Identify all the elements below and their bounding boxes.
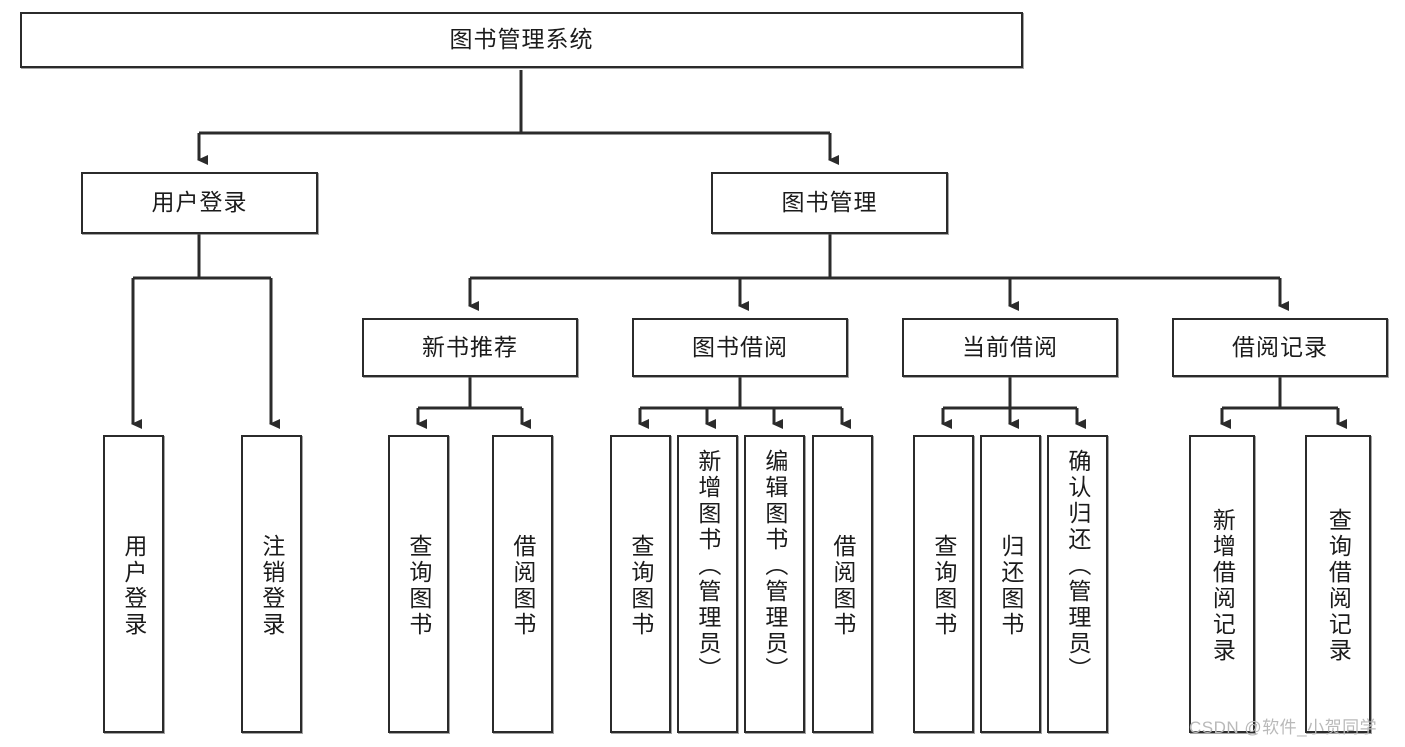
node-borrow-record[interactable]: 借阅记录 (1172, 318, 1388, 377)
node-new-book-rec[interactable]: 新书推荐 (362, 318, 578, 377)
node-borrow-record-label: 借阅记录 (1232, 333, 1328, 360)
node-book-manage-label: 图书管理 (781, 189, 878, 216)
leaf-logout-login[interactable]: 注销登录 (241, 435, 302, 733)
node-current-borrow-label: 当前借阅 (962, 333, 1058, 360)
leaf-add-record-label: 新增借阅记录 (1209, 508, 1236, 664)
leaf-query-book-3[interactable]: 查询图书 (913, 435, 974, 733)
leaf-edit-book[interactable]: 编辑图书（管理员） (744, 435, 805, 733)
node-book-manage[interactable]: 图书管理 (711, 172, 948, 234)
leaf-borrow-book-2-label: 借阅图书 (829, 534, 856, 638)
node-new-book-rec-label: 新书推荐 (422, 333, 518, 360)
leaf-query-record[interactable]: 查询借阅记录 (1305, 435, 1371, 733)
leaf-add-book[interactable]: 新增图书（管理员） (677, 435, 738, 733)
leaf-query-book-3-label: 查询图书 (930, 534, 957, 638)
leaf-query-record-label: 查询借阅记录 (1325, 508, 1352, 664)
leaf-query-book-1-label: 查询图书 (405, 534, 432, 638)
leaf-query-book-2-label: 查询图书 (627, 534, 654, 638)
node-root[interactable]: 图书管理系统 (20, 12, 1023, 68)
leaf-add-record[interactable]: 新增借阅记录 (1189, 435, 1255, 733)
node-root-label: 图书管理系统 (449, 26, 594, 53)
leaf-return-book[interactable]: 归还图书 (980, 435, 1041, 733)
leaf-add-book-label: 新增图书（管理员） (694, 449, 721, 683)
leaf-logout-login-label: 注销登录 (258, 534, 285, 638)
node-current-borrow[interactable]: 当前借阅 (902, 318, 1118, 377)
leaf-edit-book-label: 编辑图书（管理员） (761, 449, 788, 683)
node-user-login-label: 用户登录 (151, 189, 248, 216)
node-user-login[interactable]: 用户登录 (81, 172, 318, 234)
leaf-query-book-2[interactable]: 查询图书 (610, 435, 671, 733)
node-book-borrow[interactable]: 图书借阅 (632, 318, 848, 377)
node-book-borrow-label: 图书借阅 (692, 333, 788, 360)
leaf-return-book-label: 归还图书 (997, 534, 1024, 638)
leaf-confirm-return-label: 确认归还（管理员） (1064, 449, 1091, 683)
leaf-user-login-label: 用户登录 (120, 534, 147, 638)
leaf-query-book-1[interactable]: 查询图书 (388, 435, 449, 733)
csdn-watermark: CSDN @软件_小贺同学 (1189, 718, 1378, 737)
leaf-borrow-book-2[interactable]: 借阅图书 (812, 435, 873, 733)
leaf-user-login[interactable]: 用户登录 (103, 435, 164, 733)
leaf-borrow-book-1[interactable]: 借阅图书 (492, 435, 553, 733)
leaf-borrow-book-1-label: 借阅图书 (509, 534, 536, 638)
leaf-confirm-return[interactable]: 确认归还（管理员） (1047, 435, 1108, 733)
